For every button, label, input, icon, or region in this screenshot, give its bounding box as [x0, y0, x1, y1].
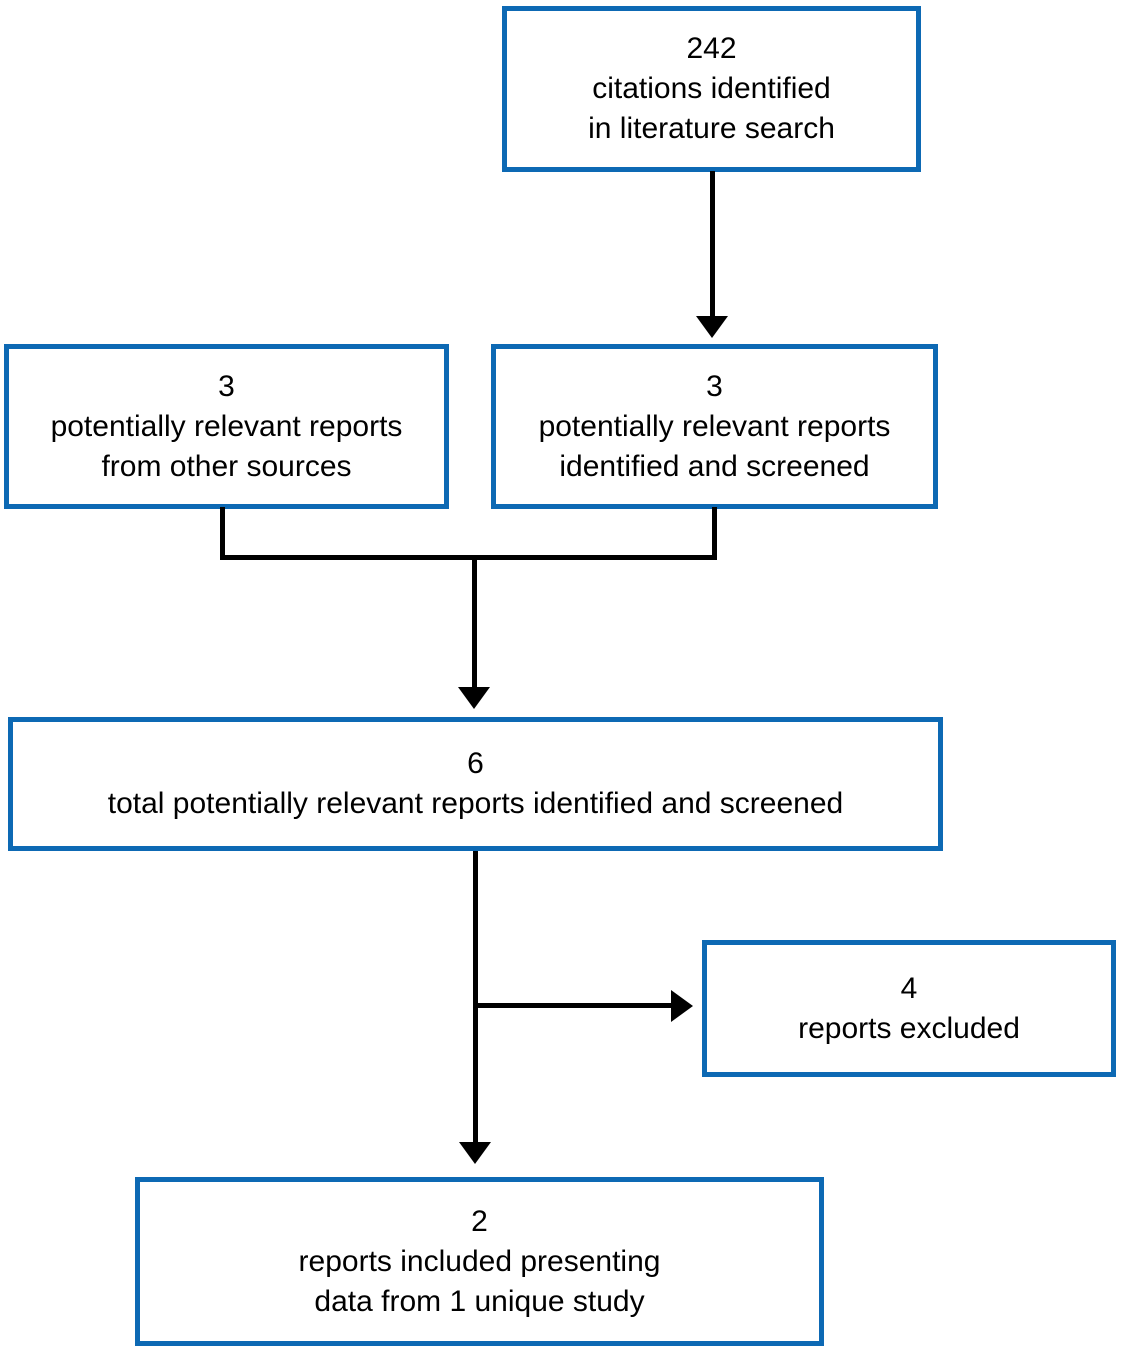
connector-merge-to-total — [472, 555, 477, 689]
flow-box-other-sources: 3 potentially relevant reports from othe… — [4, 344, 449, 509]
citations-count: 242 — [686, 32, 737, 65]
included-count: 2 — [471, 1204, 488, 1238]
screened-label-line1: potentially relevant reports — [538, 409, 891, 443]
arrowhead-down-icon — [459, 1142, 491, 1164]
other-sources-label-line2: from other sources — [101, 449, 352, 483]
connector-screened-drop — [712, 507, 717, 560]
citations-label-line2: in literature search — [588, 112, 835, 145]
arrowhead-right-icon — [671, 990, 693, 1022]
included-label-line1: reports included presenting — [298, 1244, 661, 1278]
connector-merge-horizontal — [220, 555, 717, 560]
excluded-label-line1: reports excluded — [798, 1011, 1020, 1045]
total-count: 6 — [467, 747, 484, 780]
arrowhead-down-icon — [458, 687, 490, 709]
flow-box-citations-identified: 242 citations identified in literature s… — [502, 6, 921, 172]
excluded-count: 4 — [900, 971, 918, 1005]
connector-other-sources-drop — [220, 507, 225, 560]
flow-box-reports-included: 2 reports included presenting data from … — [135, 1177, 824, 1346]
connector-branch-to-excluded — [473, 1003, 673, 1008]
arrowhead-down-icon — [696, 316, 728, 338]
included-label-line2: data from 1 unique study — [314, 1284, 645, 1318]
citations-label-line1: citations identified — [592, 72, 831, 105]
screened-count: 3 — [706, 369, 723, 403]
connector-total-to-included — [473, 851, 478, 1144]
flow-box-total-screened: 6 total potentially relevant reports ide… — [8, 717, 943, 851]
connector-citations-to-screened — [710, 171, 715, 318]
flow-box-reports-excluded: 4 reports excluded — [702, 940, 1116, 1077]
total-label-line1: total potentially relevant reports ident… — [107, 787, 844, 820]
other-sources-label-line1: potentially relevant reports — [50, 409, 403, 443]
screened-label-line2: identified and screened — [559, 449, 870, 483]
flow-box-identified-screened: 3 potentially relevant reports identifie… — [491, 344, 938, 509]
other-sources-count: 3 — [218, 369, 235, 403]
